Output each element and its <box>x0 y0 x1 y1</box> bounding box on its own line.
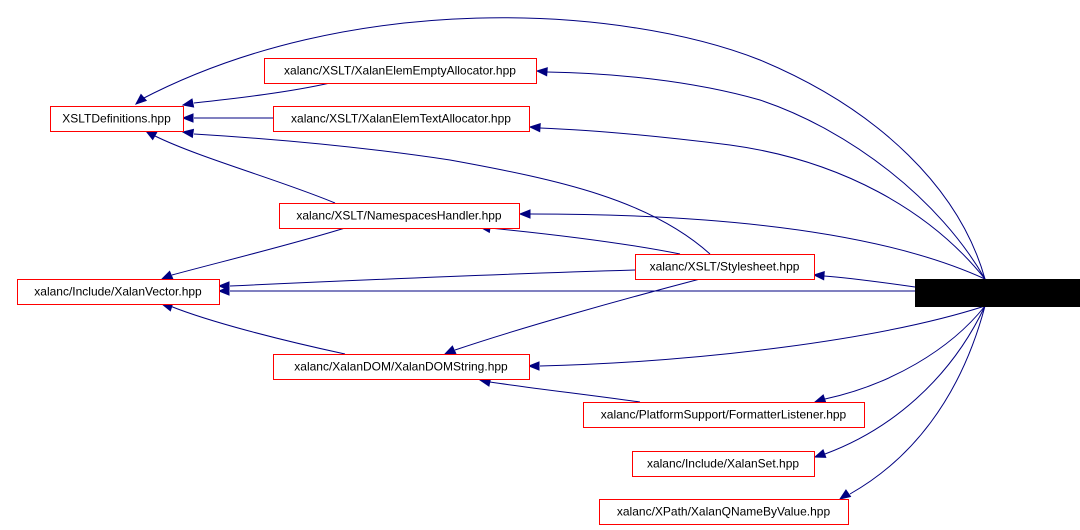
node-xsltdefinitions[interactable]: XSLTDefinitions.hpp <box>50 106 184 132</box>
edge-arrowhead <box>160 270 174 280</box>
edge-line <box>489 227 681 255</box>
edge-line <box>849 305 986 495</box>
node-box <box>632 451 815 477</box>
node-label: xalanc/PlatformSupport/FormatterListener… <box>601 408 847 422</box>
edge-arrowhead <box>181 113 194 123</box>
edge-stylesheethandler-to-formatterlistener <box>813 305 986 404</box>
edge-textalloc-to-xsltdefinitions <box>181 113 273 123</box>
edge-stylesheethandler-to-xsltdefinitions <box>134 17 986 280</box>
edge-stylesheethandler-to-textalloc <box>528 122 986 280</box>
node-box <box>279 203 520 229</box>
edge-line <box>193 133 711 255</box>
edge-line <box>489 381 641 403</box>
edge-namespaceshandler-to-xsltdefinitions <box>144 130 336 204</box>
edge-arrowhead <box>813 449 827 458</box>
edge-line <box>529 213 986 280</box>
node-box <box>599 499 849 525</box>
edge-emptyalloc-to-xsltdefinitions <box>181 82 331 108</box>
edge-namespaceshandler-to-xalanvector <box>160 227 346 280</box>
node-stylesheet[interactable]: xalanc/XSLT/Stylesheet.hpp <box>635 254 815 280</box>
edge-arrowhead <box>443 345 457 355</box>
edge-line <box>823 275 916 288</box>
edge-line <box>169 305 346 355</box>
edge-arrowhead <box>181 98 195 108</box>
edge-arrowhead <box>518 209 531 219</box>
node-emptyalloc[interactable]: xalanc/XSLT/XalanElemEmptyAllocator.hpp <box>264 58 537 84</box>
node-box <box>264 58 537 84</box>
edge-arrowhead <box>528 122 541 133</box>
node-label: xalanc/XSLT/Stylesheet.hpp <box>650 260 800 274</box>
edge-stylesheethandler-to-emptyalloc <box>535 67 986 280</box>
edge-stylesheethandler-to-xalanset <box>813 305 986 458</box>
edge-stylesheethandler-to-namespaceshandler <box>518 209 986 280</box>
node-box <box>583 402 865 428</box>
node-xalanset[interactable]: xalanc/Include/XalanSet.hpp <box>632 451 815 477</box>
node-namespaceshandler[interactable]: xalanc/XSLT/NamespacesHandler.hpp <box>279 203 520 229</box>
edge-line <box>546 71 986 280</box>
node-label: xalanc/XSLT/XalanElemTextAllocator.hpp <box>291 112 511 126</box>
node-label: xalanc/XSLT/XalanElemEmptyAllocator.hpp <box>284 64 516 78</box>
edge-stylesheethandler-to-xalandomstring <box>527 305 986 371</box>
edge-arrowhead <box>838 489 852 500</box>
edge-arrowhead <box>535 67 548 77</box>
node-qnamebyvalue[interactable]: xalanc/XPath/XalanQNameByValue.hpp <box>599 499 849 525</box>
edge-stylesheet-to-xsltdefinitions <box>181 128 711 255</box>
edge-arrowhead <box>812 271 825 281</box>
nodes-layer: StylesheetHandler.hpp XSLTDefinitions.hpp… <box>17 58 1080 525</box>
edge-line <box>539 305 986 367</box>
edge-line <box>229 269 636 287</box>
edge-arrowhead <box>134 93 148 105</box>
edges-layer <box>134 17 986 500</box>
node-label: xalanc/XPath/XalanQNameByValue.hpp <box>617 505 831 519</box>
edge-xalandomstring-to-xalanvector <box>160 302 346 355</box>
edge-line <box>824 305 986 400</box>
edge-stylesheethandler-to-qnamebyvalue <box>838 305 986 500</box>
edge-arrowhead <box>181 128 195 139</box>
edge-arrowhead <box>813 394 827 404</box>
node-box <box>273 354 530 380</box>
node-label: xalanc/Include/XalanSet.hpp <box>647 457 799 471</box>
edge-line <box>539 127 986 280</box>
node-label: xalanc/Include/XalanVector.hpp <box>34 285 202 299</box>
node-xalanvector[interactable]: xalanc/Include/XalanVector.hpp <box>17 279 220 305</box>
edge-line <box>139 17 986 280</box>
edge-stylesheethandler-to-stylesheet <box>812 271 916 288</box>
edge-line <box>454 278 701 351</box>
edge-stylesheet-to-xalanvector <box>217 269 636 291</box>
node-box <box>50 106 184 132</box>
node-stylesheethandler[interactable]: StylesheetHandler.hpp <box>915 279 1080 307</box>
edge-line <box>154 135 336 204</box>
edge-line <box>193 82 331 104</box>
node-box <box>273 106 530 132</box>
edge-formatterlistener-to-xalandomstring <box>478 377 641 403</box>
node-label: xalanc/XSLT/NamespacesHandler.hpp <box>296 209 502 223</box>
edge-arrowhead <box>144 130 158 141</box>
node-label: XSLTDefinitions.hpp <box>62 112 171 126</box>
edge-arrowhead <box>527 361 540 371</box>
node-box <box>635 254 815 280</box>
edge-arrowhead <box>217 281 230 291</box>
edge-line <box>824 305 986 455</box>
edge-stylesheethandler-to-xalanvector <box>217 286 915 296</box>
node-label: xalanc/XalanDOM/XalanDOMString.hpp <box>294 360 508 374</box>
node-box <box>915 279 1080 307</box>
edge-line <box>171 227 346 276</box>
node-box <box>17 279 220 305</box>
node-formatterlistener[interactable]: xalanc/PlatformSupport/FormatterListener… <box>583 402 865 428</box>
edge-stylesheet-to-xalandomstring <box>443 278 701 355</box>
node-xalandomstring[interactable]: xalanc/XalanDOM/XalanDOMString.hpp <box>273 354 530 380</box>
node-textalloc[interactable]: xalanc/XSLT/XalanElemTextAllocator.hpp <box>273 106 530 132</box>
